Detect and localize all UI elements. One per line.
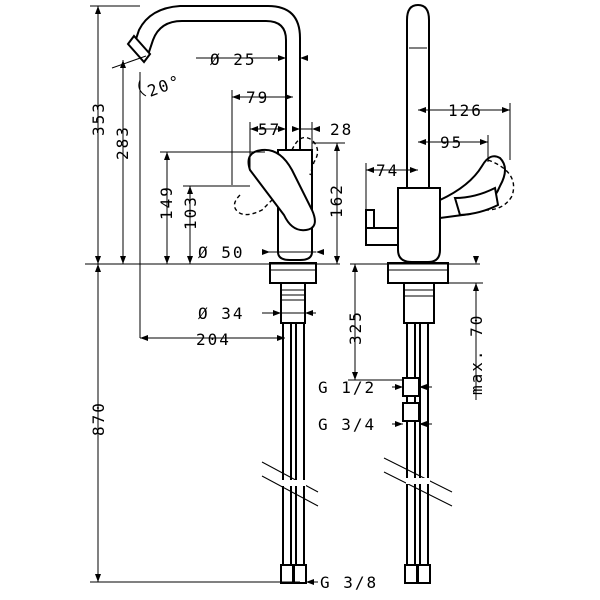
side-hose-end-left	[404, 564, 418, 584]
base-plate	[269, 262, 317, 284]
lever-alt-position	[233, 194, 273, 216]
dim-74: 74	[376, 161, 399, 180]
dim-870: 870	[89, 401, 108, 436]
dim-353: 353	[89, 101, 108, 136]
dim-28: 28	[330, 120, 353, 139]
side-base-plate	[387, 262, 449, 284]
side-hose-left	[406, 322, 416, 569]
side-spout	[406, 3, 430, 189]
front-dimension-labels: Ø 25 20° 79 57 28 353 283 149 103 162 Ø …	[89, 50, 378, 592]
hose-right	[295, 322, 305, 569]
dim-95: 95	[440, 133, 463, 152]
side-lever-alt	[485, 159, 515, 211]
front-dimension-lines	[85, 5, 345, 585]
side-threaded-stud	[403, 282, 435, 324]
dim-149: 149	[157, 185, 176, 220]
side-view	[365, 3, 515, 584]
dim-max-70: max. 70	[467, 314, 486, 395]
dim-79: 79	[246, 88, 269, 107]
dim-diameter-34: Ø 34	[198, 304, 245, 323]
dim-283: 283	[113, 125, 132, 160]
dim-g38: G 3/8	[320, 573, 378, 592]
dim-325: 325	[346, 310, 365, 345]
side-valve	[365, 227, 399, 246]
side-dimension-labels: 126 95 74 325 max. 70 G 1/2 G 3/4	[318, 101, 486, 434]
dim-g34: G 3/4	[318, 415, 376, 434]
dim-diameter-25: Ø 25	[210, 50, 257, 69]
dim-162: 162	[327, 183, 346, 218]
front-view	[126, 5, 319, 584]
spout-tip	[126, 34, 152, 64]
hose-end-left	[280, 564, 294, 584]
side-dimension-lines	[348, 103, 511, 427]
threaded-stud	[280, 282, 306, 324]
dim-57: 57	[258, 120, 281, 139]
side-hose-end-right	[417, 564, 431, 584]
side-hose-right	[419, 322, 429, 569]
dim-126: 126	[448, 101, 483, 120]
dim-angle-20: 20°	[145, 71, 184, 101]
side-fitting-g12	[402, 377, 420, 397]
hose-end-right	[293, 564, 307, 584]
dim-204: 204	[196, 330, 231, 349]
side-fitting-g34	[402, 402, 420, 422]
dim-103: 103	[181, 195, 200, 230]
side-body	[397, 187, 441, 263]
hose-left	[282, 322, 292, 569]
dim-diameter-50: Ø 50	[198, 243, 245, 262]
dim-g12: G 1/2	[318, 378, 376, 397]
lever-alt-position-2	[291, 136, 319, 176]
side-lever-grip	[453, 186, 500, 217]
